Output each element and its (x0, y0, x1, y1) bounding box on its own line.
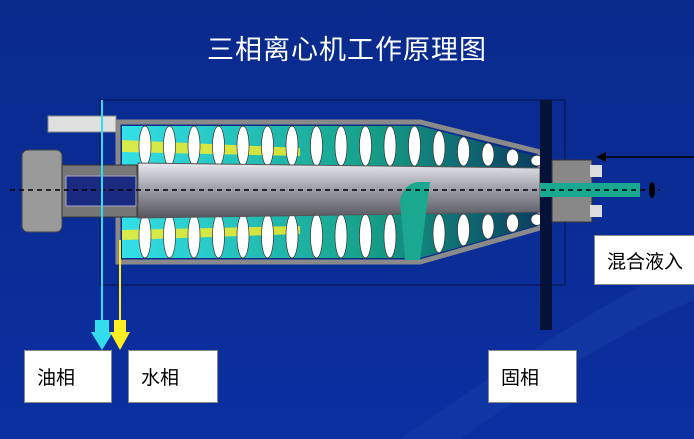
flight-blade-bottom (187, 213, 201, 259)
flight-blade-top (334, 125, 348, 167)
flight-blade-top (261, 125, 274, 167)
flight-blade-bottom (359, 213, 372, 259)
flight-blade-top (138, 125, 152, 167)
flight-blade-top (408, 125, 421, 167)
background-swoosh (400, 260, 694, 439)
drive-pulley (21, 149, 63, 233)
flight-blade-bottom (285, 213, 299, 259)
flight-blade-top (163, 125, 176, 167)
liquid-top (122, 126, 535, 172)
water-arrow (110, 320, 130, 350)
liquid-bottom (122, 212, 535, 258)
flight-blade-top (236, 125, 250, 167)
water-phase-label: 水相 (128, 350, 218, 403)
feed-distributor (400, 182, 430, 260)
oil-outlet-pipe (47, 115, 117, 133)
solid-phase-label: 固相 (488, 350, 577, 403)
feed-indicator (649, 182, 655, 198)
flight-blade-bottom (432, 213, 446, 254)
feed-arrow-head (596, 152, 606, 162)
flight-blade-top (285, 125, 299, 167)
flight-blade-bottom (506, 213, 519, 233)
flight-blade-bottom (383, 213, 397, 259)
seal-bottom (590, 205, 602, 217)
flight-blade-bottom (212, 213, 225, 259)
seal-top (590, 165, 602, 177)
flight-blade-bottom (481, 213, 495, 240)
flight-blade-top (506, 148, 519, 167)
flight-blade-bottom (236, 213, 250, 259)
flight-blade-bottom (334, 213, 348, 259)
flight-blade-bottom (163, 213, 176, 259)
flight-blade-top (310, 125, 323, 167)
flight-blade-top (481, 142, 495, 167)
flight-blade-bottom (138, 213, 152, 259)
oil-phase-label: 油相 (24, 350, 112, 403)
flight-blade-top (457, 136, 470, 167)
page-title: 三相离心机工作原理图 (207, 35, 487, 66)
flight-blade-top (212, 125, 225, 167)
flight-blade-top (359, 125, 372, 167)
feed-inlet-label: 混合液入 (594, 235, 694, 285)
solid-discharge-wall (540, 100, 552, 330)
flight-blade-bottom (310, 213, 323, 259)
oil-arrow (91, 320, 113, 350)
flight-blade-top (383, 125, 397, 167)
flight-blade-bottom (457, 213, 470, 247)
solid-arrow (541, 322, 551, 330)
flight-blade-top (432, 130, 446, 167)
flight-blade-top (187, 125, 201, 167)
flight-blade-bottom (261, 213, 274, 259)
